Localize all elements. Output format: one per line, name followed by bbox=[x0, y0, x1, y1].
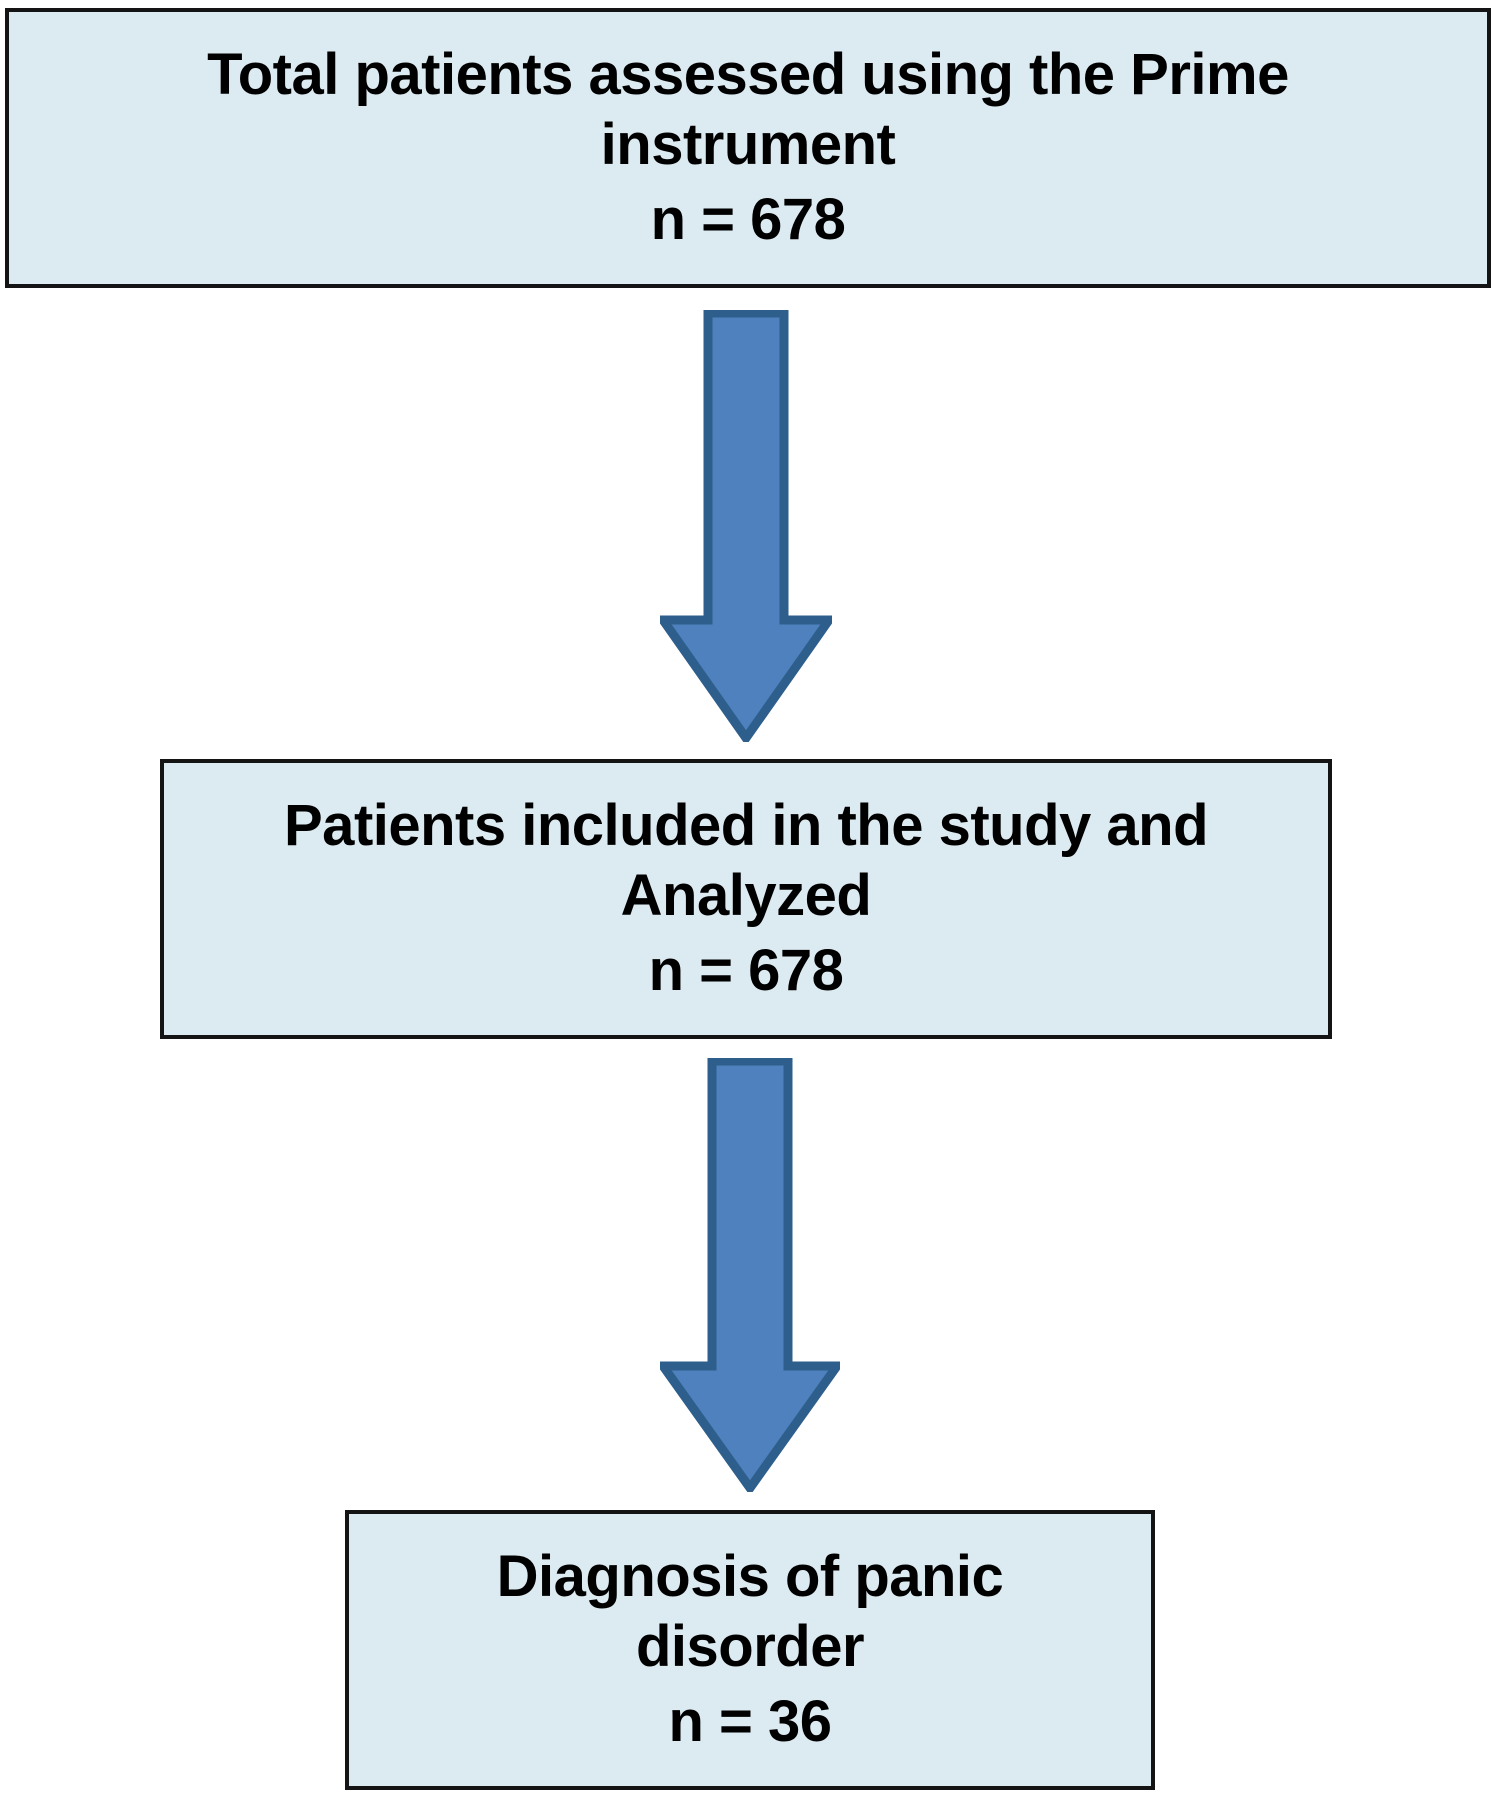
flow-node-included-analyzed: Patients included in the study and Analy… bbox=[160, 759, 1332, 1039]
flow-node-diagnosis-panic: Diagnosis of panic disorder n = 36 bbox=[345, 1510, 1155, 1790]
down-arrow-icon-2 bbox=[660, 1058, 840, 1492]
flow-node-total-assessed: Total patients assessed using the Prime … bbox=[5, 8, 1491, 288]
flow-node-diagnosis-panic-text: Diagnosis of panic disorder bbox=[496, 1544, 1004, 1680]
down-arrow-polygon bbox=[660, 1058, 840, 1492]
down-arrow-polygon bbox=[660, 310, 832, 742]
flow-node-diagnosis-panic-count: n = 36 bbox=[668, 1688, 832, 1754]
down-arrow-shape bbox=[660, 1058, 840, 1492]
flow-node-total-assessed-text: Total patients assessed using the Prime … bbox=[207, 42, 1289, 178]
flow-node-total-assessed-count: n = 678 bbox=[650, 186, 846, 252]
down-arrow-shape bbox=[660, 310, 832, 742]
down-arrow-icon-1 bbox=[660, 310, 832, 742]
flow-node-included-analyzed-count: n = 678 bbox=[648, 937, 844, 1003]
flow-node-included-analyzed-text: Patients included in the study and Analy… bbox=[284, 793, 1209, 929]
